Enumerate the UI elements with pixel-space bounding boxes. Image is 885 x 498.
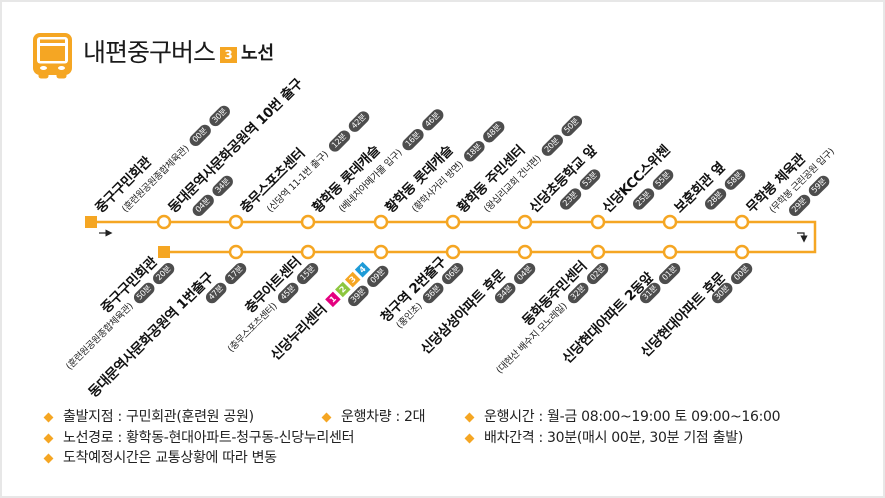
info-departure: 출발지점 : 구민회관(훈련원 공원) xyxy=(42,407,254,427)
info-interval: 배차간격 : 30분(매시 00분, 30분 기점 출발) xyxy=(463,428,743,448)
diamond-bullet-icon xyxy=(464,412,475,422)
info-operating-hours: 운행시간 : 월-금 08:00~19:00 토 09:00~16:00 xyxy=(463,407,781,427)
route-label: 노선 xyxy=(241,43,275,64)
diamond-bullet-icon xyxy=(43,453,54,463)
info-vehicles: 운행차량 : 2대 xyxy=(320,407,426,427)
route-number-badge: 3 xyxy=(220,47,237,63)
outbound-stop-markers xyxy=(156,214,750,230)
diamond-bullet-icon xyxy=(43,433,54,443)
bus-icon xyxy=(33,33,73,79)
diamond-bullet-icon xyxy=(464,433,475,443)
end-stop-marker xyxy=(158,246,170,258)
turn-arrow-icon xyxy=(797,232,808,243)
diamond-bullet-icon xyxy=(43,412,54,422)
diamond-bullet-icon xyxy=(321,412,332,422)
info-notice: 도착예정시간은 교통상황에 따라 변동 xyxy=(42,448,277,468)
subway-line-1-badge: 1 xyxy=(324,291,341,307)
page-title: 내편중구버스 xyxy=(83,38,216,67)
inbound-stop-markers xyxy=(228,244,750,260)
start-stop-marker xyxy=(85,216,97,228)
info-route-path: 노선경로 : 황학동-현대아파트-청구동-신당누리센터 xyxy=(42,428,354,448)
